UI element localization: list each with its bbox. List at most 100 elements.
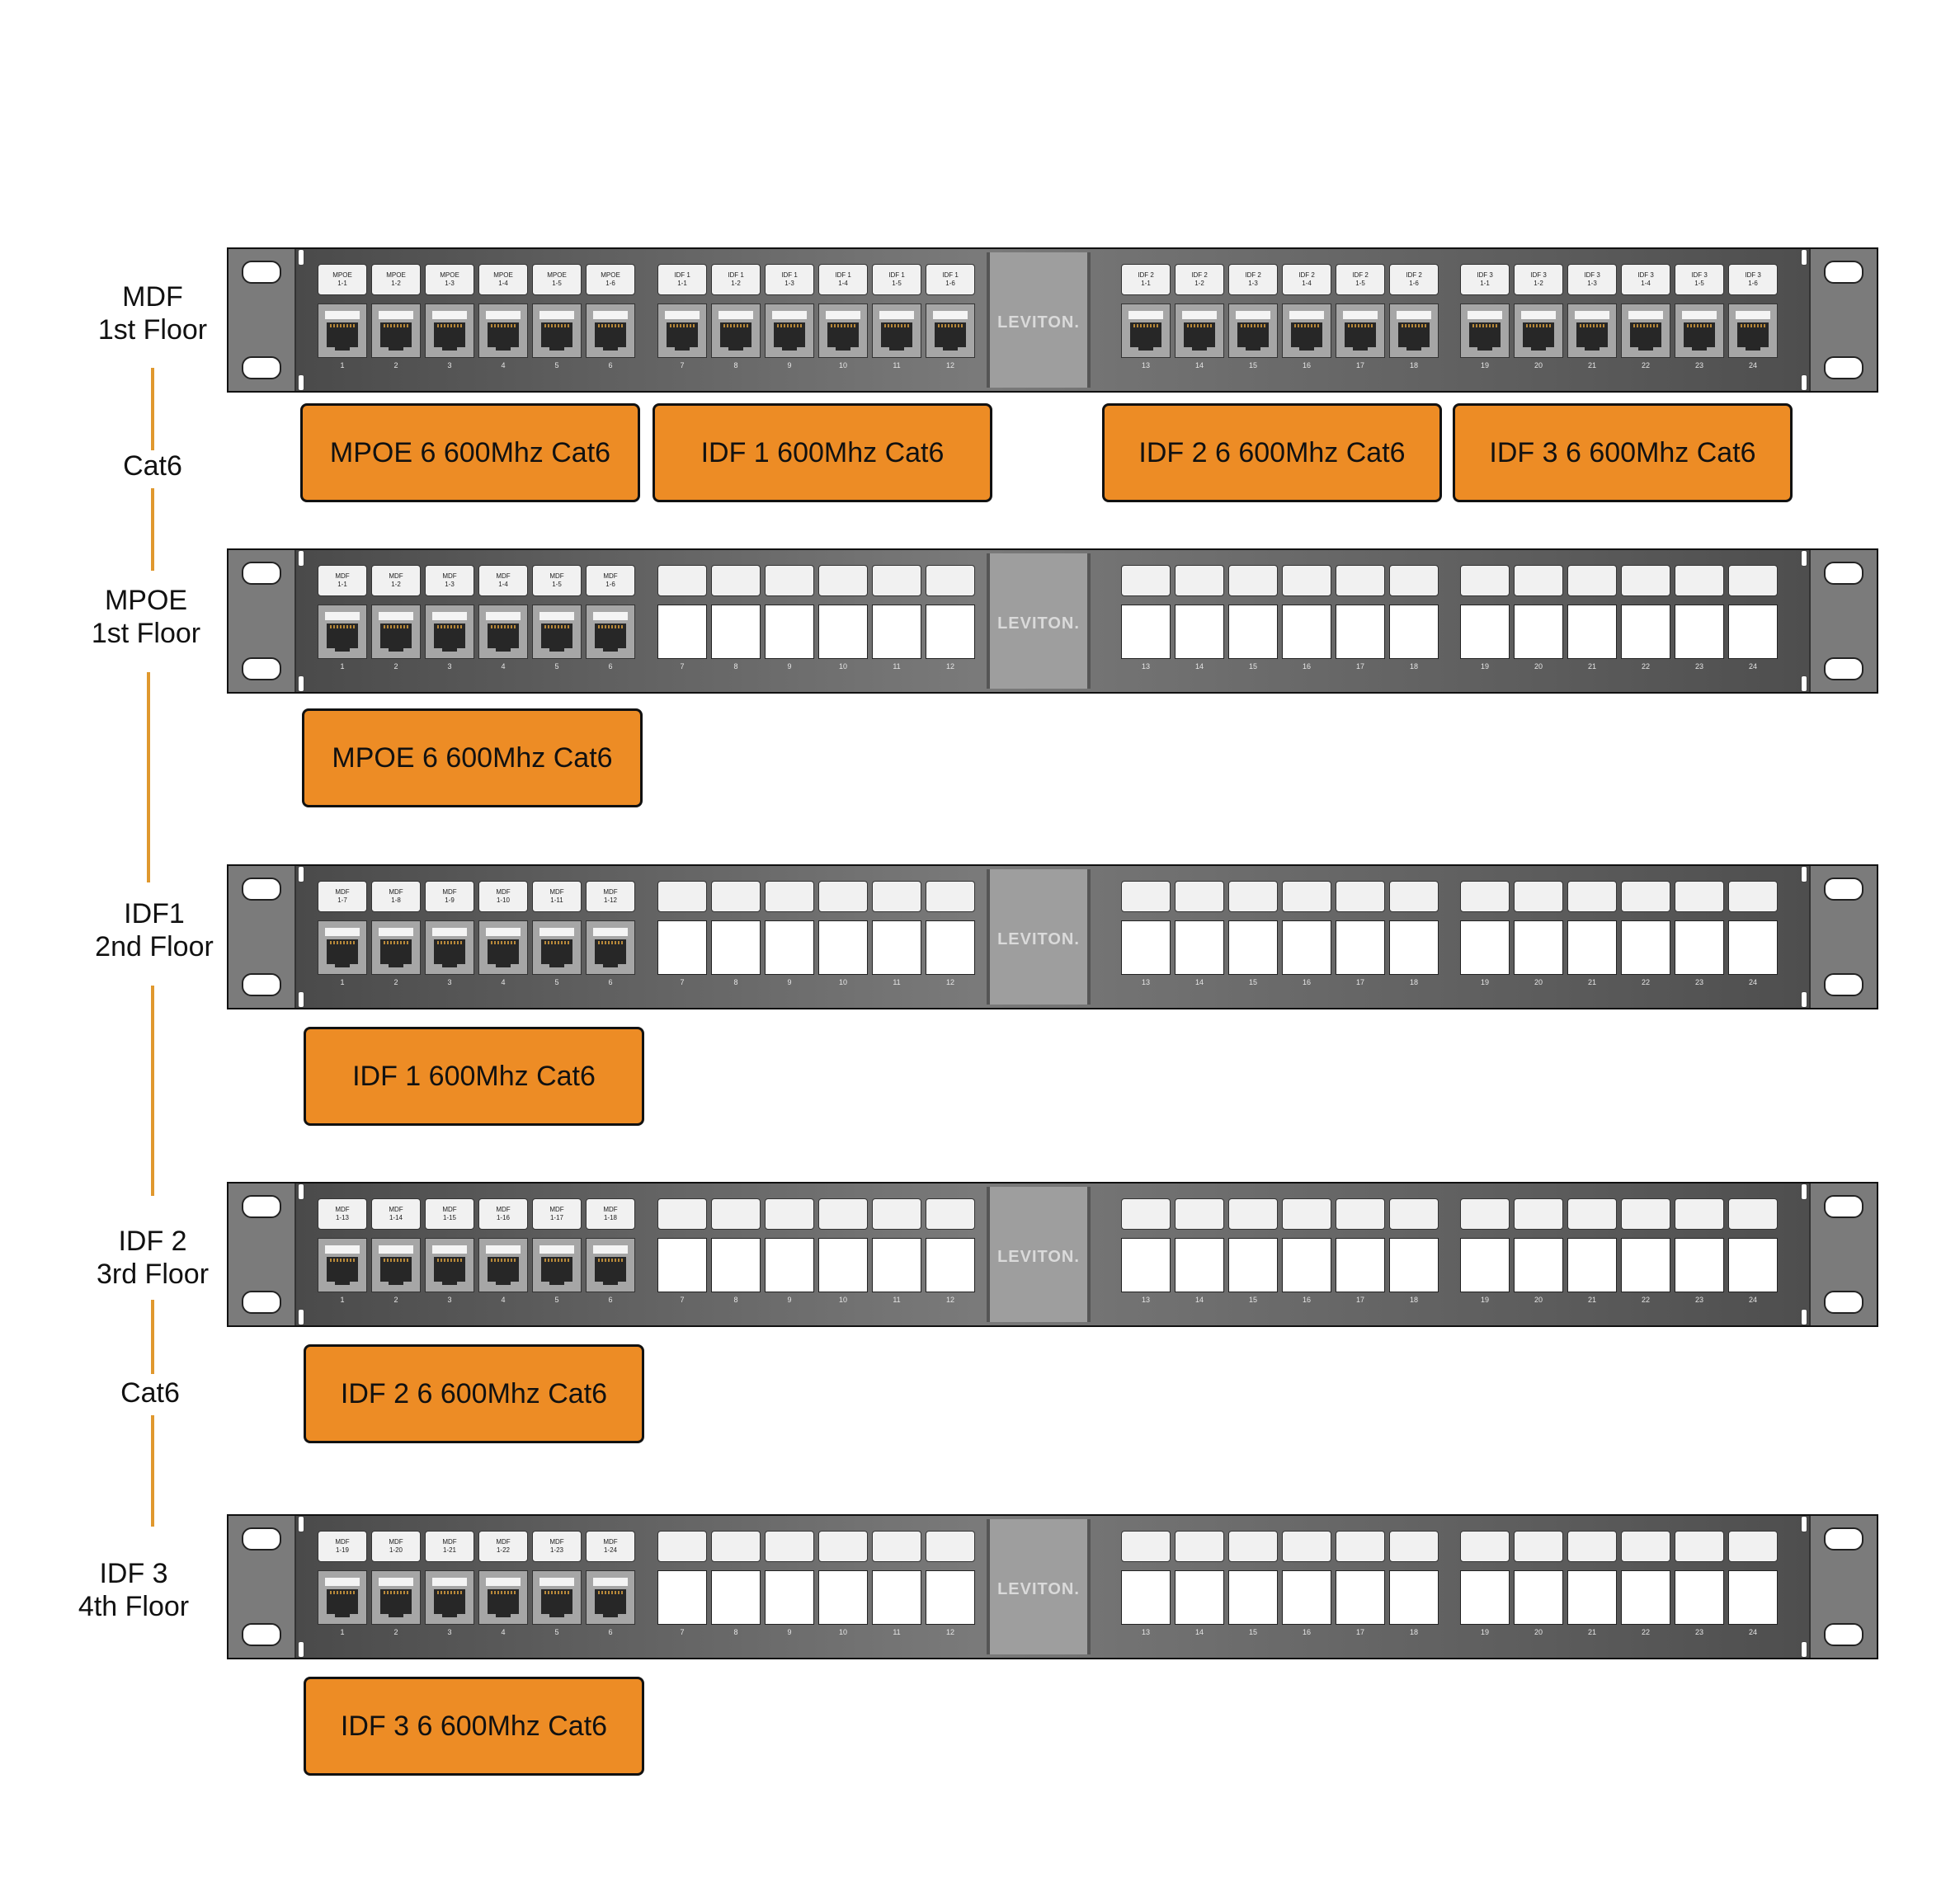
port[interactable]: 14: [1175, 881, 1224, 988]
port[interactable]: 8: [711, 881, 761, 988]
port[interactable]: 24: [1728, 881, 1778, 988]
port[interactable]: 20: [1514, 565, 1563, 672]
port[interactable]: 23: [1675, 565, 1724, 672]
port[interactable]: 7: [657, 881, 707, 988]
port[interactable]: 22: [1621, 881, 1670, 988]
port[interactable]: 18: [1389, 565, 1439, 672]
port[interactable]: 17: [1336, 565, 1385, 672]
port[interactable]: 11: [872, 1198, 921, 1306]
port[interactable]: 20: [1514, 1198, 1563, 1306]
port[interactable]: 24: [1728, 1531, 1778, 1638]
port[interactable]: 14: [1175, 565, 1224, 672]
port[interactable]: 12: [926, 1531, 975, 1638]
port[interactable]: 13: [1121, 1531, 1171, 1638]
port[interactable]: 12: [926, 1198, 975, 1306]
port[interactable]: 18: [1389, 1531, 1439, 1638]
port[interactable]: 21: [1567, 565, 1617, 672]
port[interactable]: 21: [1567, 1531, 1617, 1638]
port[interactable]: 8: [711, 1531, 761, 1638]
port[interactable]: 13: [1121, 565, 1171, 672]
port[interactable]: 9: [765, 565, 814, 672]
port[interactable]: 16: [1282, 565, 1331, 672]
port[interactable]: 19: [1460, 881, 1510, 988]
port[interactable]: 20: [1514, 881, 1563, 988]
port[interactable]: 13: [1121, 1198, 1171, 1306]
port[interactable]: 10: [818, 565, 868, 672]
port[interactable]: 12: [926, 881, 975, 988]
port[interactable]: 19: [1460, 565, 1510, 672]
port[interactable]: 11: [872, 1531, 921, 1638]
port[interactable]: 18: [1389, 1198, 1439, 1306]
port[interactable]: 14: [1175, 1531, 1224, 1638]
port[interactable]: 16: [1282, 1531, 1331, 1638]
port[interactable]: 15: [1228, 565, 1278, 672]
port[interactable]: 17: [1336, 1531, 1385, 1638]
port[interactable]: 15: [1228, 1531, 1278, 1638]
port[interactable]: 23: [1675, 1531, 1724, 1638]
port[interactable]: 8: [711, 565, 761, 672]
port[interactable]: 14: [1175, 1198, 1224, 1306]
port[interactable]: 11: [872, 565, 921, 672]
port[interactable]: 17: [1336, 881, 1385, 988]
port[interactable]: 18: [1389, 881, 1439, 988]
port[interactable]: 16: [1282, 1198, 1331, 1306]
port[interactable]: 15: [1228, 1198, 1278, 1306]
port[interactable]: 9: [765, 1198, 814, 1306]
port[interactable]: 22: [1621, 1531, 1670, 1638]
port[interactable]: 12: [926, 565, 975, 672]
port[interactable]: 7: [657, 565, 707, 672]
port[interactable]: 23: [1675, 881, 1724, 988]
port[interactable]: 16: [1282, 881, 1331, 988]
port[interactable]: 21: [1567, 1198, 1617, 1306]
port[interactable]: 19: [1460, 1531, 1510, 1638]
port[interactable]: 9: [765, 1531, 814, 1638]
port[interactable]: 8: [711, 1198, 761, 1306]
port[interactable]: 17: [1336, 1198, 1385, 1306]
port[interactable]: 22: [1621, 1198, 1670, 1306]
port[interactable]: 15: [1228, 881, 1278, 988]
port[interactable]: 20: [1514, 1531, 1563, 1638]
port[interactable]: 9: [765, 881, 814, 988]
